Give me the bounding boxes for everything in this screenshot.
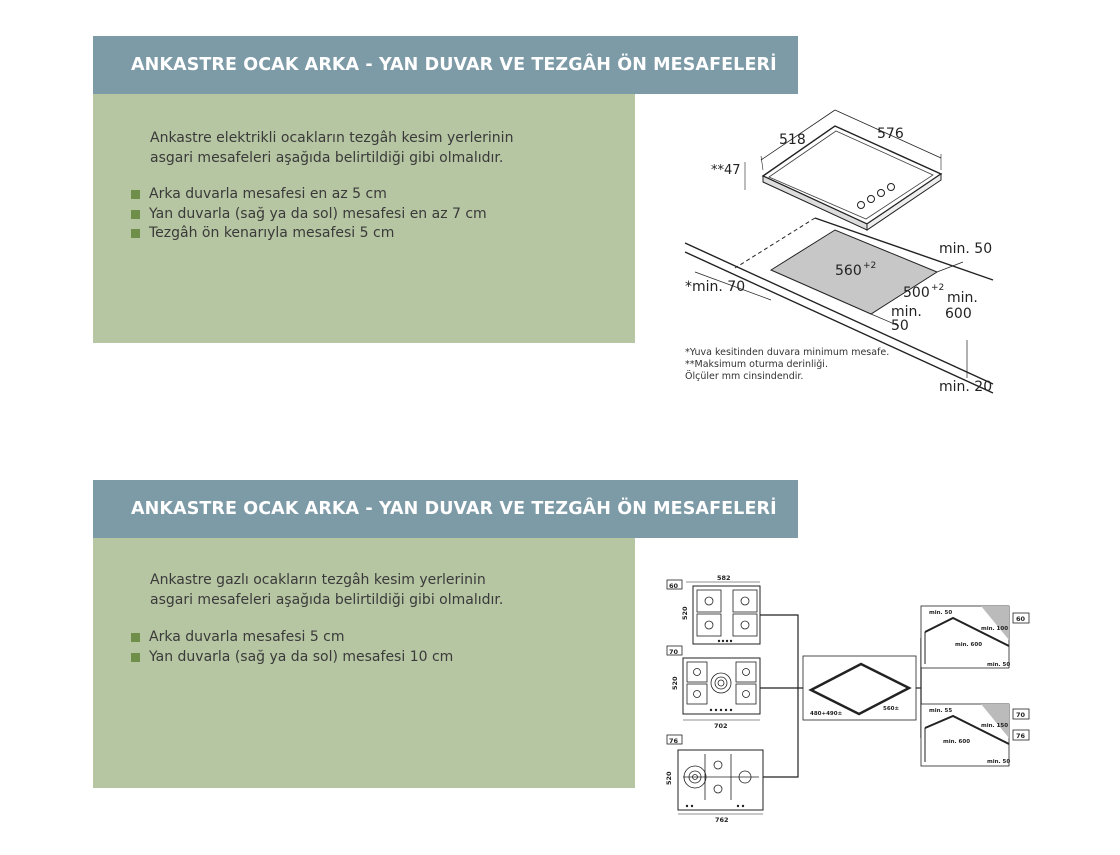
diagram-notes: *Yuva kesitinden duvara minimum mesafe. … [685, 347, 889, 383]
electric-hob-installation-diagram: 518 576 **47 560 +2 500 +2 *min. 70 min.… [684, 109, 994, 395]
intro-line: asgari mesafeleri aşağıda belirtildiği g… [150, 591, 504, 608]
gas-hob-installation-diagram: 60 582 520 70 520 702 76 520 [665, 574, 1030, 824]
min-600-bottom: min. 600 [943, 739, 970, 745]
right-badge-70: 70 [1016, 711, 1026, 719]
right-badge-60: 60 [1016, 615, 1026, 623]
min-50-bottom-label-a: min. [891, 304, 922, 320]
gas-hob-76: 76 520 762 [665, 734, 764, 824]
depth-520-b: 520 [671, 676, 679, 690]
list-item: Yan duvarla (sağ ya da sol) mesafesi en … [131, 205, 487, 225]
section1-title: ANKASTRE OCAK ARKA - YAN DUVAR VE TEZGÂH… [93, 36, 798, 94]
width-762: 762 [715, 816, 729, 824]
min-50-bottom: min. 50 [987, 759, 1010, 765]
width-582: 582 [717, 574, 731, 582]
dim-560-tolerance: +2 [863, 261, 876, 271]
cutout-depth: 480+490± [810, 711, 843, 717]
cutout-width: 560± [883, 706, 899, 712]
min-50-top-2: min. 50 [987, 662, 1010, 668]
min-70-label: *min. 70 [685, 279, 745, 295]
section2-intro: Ankastre gazlı ocakların tezgâh kesim ye… [150, 571, 620, 610]
min-50-top-label: min. 50 [939, 241, 992, 257]
clearance-drawing-top: min. 50 min. 100 min. 600 min. 50 60 [920, 605, 1030, 669]
dim-518: 518 [779, 132, 806, 148]
dim-576: 576 [877, 126, 904, 142]
dim-500-tolerance: +2 [931, 283, 944, 293]
min-55: min. 55 [929, 708, 952, 714]
list-item: Arka duvarla mesafesi en az 5 cm [131, 185, 487, 205]
list-item: Arka duvarla mesafesi 5 cm [131, 628, 453, 648]
cutout-drawing: 480+490± 560± [802, 655, 917, 721]
min-600-top: min. 600 [955, 642, 982, 648]
dim-500: 500 [903, 285, 930, 301]
note-line: **Maksimum oturma derinliği. [685, 359, 828, 370]
badge-60: 60 [669, 582, 679, 590]
section2-panel: Ankastre gazlı ocakların tezgâh kesim ye… [93, 538, 635, 788]
dim-47: **47 [711, 163, 741, 178]
section2-title: ANKASTRE OCAK ARKA - YAN DUVAR VE TEZGÂH… [93, 480, 798, 538]
intro-line: asgari mesafeleri aşağıda belirtildiği g… [150, 149, 504, 166]
badge-70: 70 [669, 648, 679, 656]
countertop-drawing [684, 217, 994, 394]
badge-76: 76 [669, 737, 679, 745]
dim-560: 560 [835, 263, 862, 279]
right-badge-76: 76 [1016, 732, 1026, 740]
note-line: *Yuva kesitinden duvara minimum mesafe. [685, 347, 890, 358]
min-150: min. 150 [981, 723, 1008, 729]
gas-hob-70: 70 520 702 [666, 645, 761, 730]
gas-hob-60: 60 582 520 [666, 574, 761, 645]
section1-intro: Ankastre elektrikli ocakların tezgâh kes… [150, 129, 620, 168]
depth-520-a: 520 [681, 606, 689, 620]
min-50-bottom-label-b: 50 [891, 318, 909, 334]
depth-520-c: 520 [665, 771, 673, 785]
min-20-label: min. 20 [939, 379, 992, 395]
hob-drawing [761, 125, 943, 231]
note-line: Ölçüler mm cinsindendir. [685, 371, 804, 382]
width-702: 702 [714, 722, 728, 730]
intro-line: Ankastre elektrikli ocakların tezgâh kes… [150, 130, 514, 146]
min-100-top: min. 100 [981, 626, 1008, 632]
section1-bullet-list: Arka duvarla mesafesi en az 5 cm Yan duv… [131, 185, 487, 244]
section1-panel: Ankastre elektrikli ocakların tezgâh kes… [93, 94, 635, 343]
list-item: Tezgâh ön kenarıyla mesafesi 5 cm [131, 224, 487, 244]
section2-bullet-list: Arka duvarla mesafesi 5 cm Yan duvarla (… [131, 628, 453, 667]
min-600-label-a: min. [947, 290, 978, 306]
min-50-top: min. 50 [929, 610, 952, 616]
intro-line: Ankastre gazlı ocakların tezgâh kesim ye… [150, 572, 486, 588]
list-item: Yan duvarla (sağ ya da sol) mesafesi 10 … [131, 648, 453, 668]
clearance-drawing-bottom: min. 55 min. 150 min. 600 min. 50 70 76 [920, 703, 1030, 767]
min-600-label-b: 600 [945, 306, 972, 322]
